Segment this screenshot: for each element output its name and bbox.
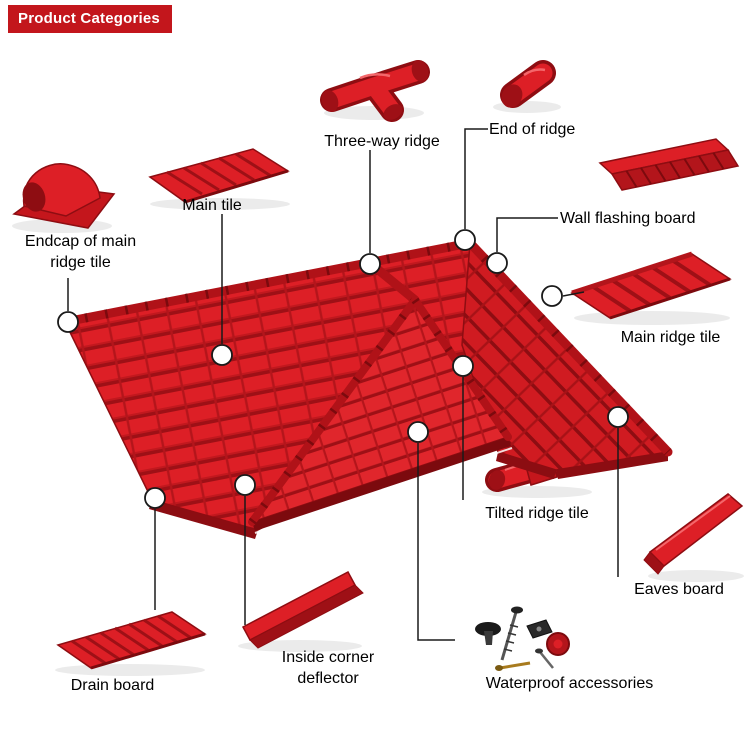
callout-line-wall-flashing-board — [496, 217, 558, 252]
marker-waterproof-accessories — [407, 421, 429, 443]
header-banner: Product Categories — [8, 5, 172, 33]
callout-lines — [67, 128, 619, 641]
product-three-way-ridge — [320, 60, 430, 122]
label-endcap-line1: Endcap of main — [24, 233, 137, 250]
label-wall-flashing-board: Wall flashing board — [560, 210, 696, 227]
marker-inside-corner-deflector — [234, 474, 256, 496]
marker-main-tile — [211, 344, 233, 366]
label-tilted-ridge-tile: Tilted ridge tile — [485, 505, 589, 522]
callout-line-waterproof-accessories — [417, 443, 455, 641]
marker-end-of-ridge — [454, 229, 476, 251]
product-end-of-ridge — [493, 60, 561, 113]
marker-three-way-ridge — [359, 253, 381, 275]
label-inside-corner-line1: Inside corner — [281, 649, 375, 666]
marker-circles — [57, 229, 629, 509]
label-endcap-of-main-ridge-tile: Endcap of main ridge tile — [8, 231, 153, 273]
label-end-of-ridge: End of ridge — [489, 121, 576, 138]
product-wall-flashing-board — [598, 138, 740, 191]
marker-drain-board — [144, 487, 166, 509]
product-main-ridge-tile — [570, 251, 732, 325]
label-inside-corner-deflector: Inside corner deflector — [263, 647, 393, 689]
marker-eaves-board — [607, 406, 629, 428]
product-waterproof-accessories — [475, 606, 570, 671]
product-inside-corner-deflector — [238, 570, 364, 652]
label-endcap-line2: ridge tile — [50, 254, 111, 271]
callout-line-end-of-ridge — [464, 128, 488, 229]
callout-line-main-ridge-tile — [562, 291, 585, 297]
label-eaves-board: Eaves board — [634, 581, 724, 598]
marker-tilted-ridge-tile — [452, 355, 474, 377]
marker-endcap — [57, 311, 79, 333]
label-inside-corner-line2: deflector — [297, 670, 359, 687]
label-main-tile: Main tile — [182, 197, 242, 214]
marker-wall-flashing-board — [486, 252, 508, 274]
page-title: Product Categories — [18, 10, 160, 27]
label-drain-board: Drain board — [70, 677, 155, 694]
label-waterproof-accessories: Waterproof accessories — [485, 675, 654, 692]
marker-main-ridge-tile — [541, 285, 563, 307]
product-drain-board — [55, 611, 207, 676]
product-endcap-of-main-ridge-tile — [12, 163, 116, 233]
label-main-ridge-tile: Main ridge tile — [620, 329, 721, 346]
label-three-way-ridge: Three-way ridge — [324, 133, 440, 150]
product-eaves-board — [643, 493, 744, 582]
product-main-tile — [148, 148, 290, 210]
